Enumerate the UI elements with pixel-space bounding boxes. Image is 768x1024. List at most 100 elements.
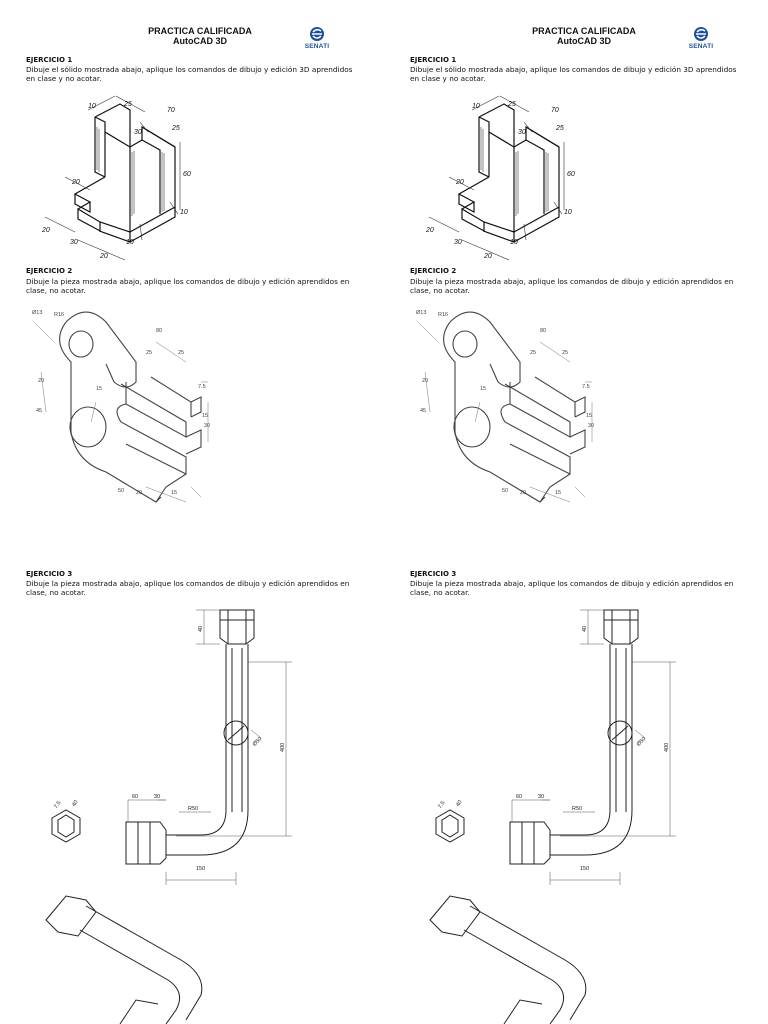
- dim-label: 25: [530, 350, 536, 356]
- exercise-2-drawing: Ø13 R16 20 25 7.5 15 50 20 25 15 80 30 4…: [32, 310, 210, 503]
- dim-label: 15: [96, 386, 102, 392]
- dim-label: 20: [136, 490, 142, 496]
- dim-label: R16: [438, 312, 448, 318]
- dim-label: 10: [88, 103, 96, 110]
- dim-label: 7.5: [53, 800, 62, 810]
- dim-label: 150: [580, 866, 589, 872]
- dim-label: 30: [454, 239, 462, 246]
- exercise-2-drawing: Ø13 R16 20 25 7.5 15 50 20 25 15 80 30 4…: [416, 310, 594, 503]
- subtitle: AutoCAD 3D: [557, 36, 611, 46]
- exercise-1-drawing: 10 25 70 30 25 60 10 20 20 30 20 10: [425, 95, 575, 261]
- dim-label: 60: [183, 171, 191, 178]
- dim-label: 60: [567, 171, 575, 178]
- exercise-1-drawing: 10 25 70 30 25 60 10 20 20 30 20 10: [41, 95, 191, 261]
- dim-label: 30: [518, 129, 526, 136]
- exercise-2-label: EJERCICIO 2: [410, 267, 457, 275]
- dim-label: 150: [196, 866, 205, 872]
- dim-label: 30: [588, 423, 594, 429]
- dim-label: 70: [551, 107, 559, 114]
- dim-label: R50: [572, 806, 582, 812]
- dim-label: 20: [483, 253, 492, 260]
- dim-label: R16: [54, 312, 64, 318]
- dim-label: 15: [480, 386, 486, 392]
- logo-text: SENATI: [304, 43, 330, 50]
- practice-sheet-right: PRACTICA CALIFICADA AutoCAD 3D SENATI EJ…: [384, 0, 768, 1024]
- senati-logo: SENATI: [684, 26, 718, 52]
- dim-label: 10: [126, 239, 134, 246]
- dim-label: 30: [538, 794, 544, 800]
- exercise-3-drawing: 40 400 Ø50 60 30 R50 150 7.5 40: [429, 609, 676, 1024]
- dim-label: Ø50: [252, 736, 264, 748]
- dim-label: 25: [562, 350, 568, 356]
- dim-label: 45: [36, 408, 42, 414]
- sheet-header-title: PRACTICA CALIFICADA AutoCAD 3D: [504, 26, 664, 46]
- dim-label: 25: [507, 101, 516, 108]
- dim-label: 25: [171, 125, 180, 132]
- dim-label: 40: [198, 626, 204, 632]
- subtitle: AutoCAD 3D: [173, 36, 227, 46]
- dim-label: 20: [41, 227, 50, 234]
- title: PRACTICA CALIFICADA: [148, 26, 252, 36]
- dim-label: 20: [455, 179, 464, 186]
- exercise-2-label: EJERCICIO 2: [26, 267, 73, 275]
- dim-label: 30: [70, 239, 78, 246]
- dim-label: 80: [156, 328, 162, 334]
- senati-logo: SENATI: [300, 26, 334, 52]
- dim-label: 25: [555, 125, 564, 132]
- dim-label: 50: [118, 488, 124, 494]
- dim-label: 20: [425, 227, 434, 234]
- dim-label: 40: [71, 799, 79, 807]
- dim-label: 15: [586, 413, 592, 419]
- dim-label: 7.5: [582, 384, 590, 390]
- exercise-1-label: EJERCICIO 1: [26, 56, 73, 64]
- dim-label: 20: [422, 378, 428, 384]
- dim-label: 15: [555, 490, 561, 496]
- dim-label: 40: [582, 626, 588, 632]
- dim-label: 80: [540, 328, 546, 334]
- dim-label: 45: [420, 408, 426, 414]
- dim-label: 10: [510, 239, 518, 246]
- dim-label: 400: [280, 743, 286, 752]
- dim-label: 10: [472, 103, 480, 110]
- dim-label: 20: [38, 378, 44, 384]
- exercise-3-drawing: 40 400 Ø50 60 30 R50 150 7.5 40: [45, 609, 292, 1024]
- dim-label: 400: [664, 743, 670, 752]
- exercise-1-text: Dibuje el sólido mostrada abajo, aplique…: [410, 65, 737, 83]
- dim-label: R50: [188, 806, 198, 812]
- dim-label: Ø13: [32, 310, 42, 316]
- logo-text: SENATI: [688, 43, 714, 50]
- dim-label: 70: [167, 107, 175, 114]
- dim-label: 15: [171, 490, 177, 496]
- dim-label: 30: [154, 794, 160, 800]
- dim-label: 10: [180, 209, 188, 216]
- dim-label: 25: [146, 350, 152, 356]
- dim-label: 20: [520, 490, 526, 496]
- sheet-header-title: PRACTICA CALIFICADA AutoCAD 3D: [120, 26, 280, 46]
- exercise-2-text: Dibuje la pieza mostrada abajo, aplique …: [410, 277, 734, 295]
- dim-label: 50: [502, 488, 508, 494]
- dim-label: 15: [202, 413, 208, 419]
- exercise-1-label: EJERCICIO 1: [410, 56, 457, 64]
- title: PRACTICA CALIFICADA: [532, 26, 636, 36]
- practice-sheet-left: PRACTICA CALIFICADA AutoCAD 3D SENATI EJ…: [26, 26, 353, 1024]
- dim-label: Ø13: [416, 310, 426, 316]
- exercise-3-label: EJERCICIO 3: [26, 570, 73, 578]
- dim-label: 25: [123, 101, 132, 108]
- exercise-3-text: Dibuje la pieza mostrada abajo, aplique …: [410, 579, 734, 597]
- dim-label: 30: [204, 423, 210, 429]
- exercise-2-text: Dibuje la pieza mostrada abajo, aplique …: [26, 277, 350, 295]
- dim-label: 7.5: [198, 384, 206, 390]
- dim-label: 20: [71, 179, 80, 186]
- dim-label: 10: [564, 209, 572, 216]
- dim-label: 7.5: [437, 800, 446, 810]
- dim-label: 40: [455, 799, 463, 807]
- dim-label: Ø50: [636, 736, 648, 748]
- dim-label: 30: [134, 129, 142, 136]
- dim-label: 25: [178, 350, 184, 356]
- exercise-3-text: Dibuje la pieza mostrada abajo, aplique …: [26, 579, 350, 597]
- dim-label: 20: [99, 253, 108, 260]
- dim-label: 60: [132, 794, 138, 800]
- exercise-1-text: Dibuje el sólido mostrada abajo, aplique…: [26, 65, 353, 83]
- dim-label: 60: [516, 794, 522, 800]
- exercise-3-label: EJERCICIO 3: [410, 570, 457, 578]
